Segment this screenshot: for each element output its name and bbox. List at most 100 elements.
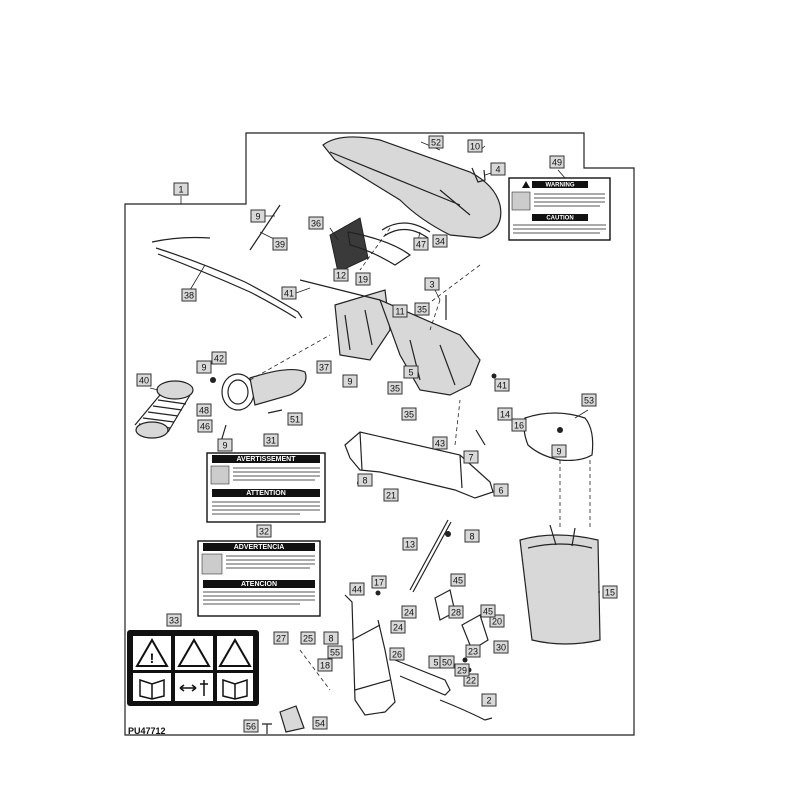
callout-35: 35 — [387, 381, 403, 395]
callout-box — [549, 155, 565, 169]
callout-28: 28 — [448, 605, 464, 619]
diagram-border — [124, 132, 635, 736]
hand-entanglement-icon — [218, 637, 252, 667]
callout-40: 40 — [136, 373, 152, 387]
part-latch — [471, 167, 486, 183]
callout-11: 11 — [392, 304, 408, 318]
callout-box — [439, 655, 455, 669]
part-screen — [329, 217, 412, 273]
callout-9: 9 — [217, 438, 233, 452]
callout-box — [272, 237, 288, 251]
part-rod — [409, 519, 452, 593]
part-bag-frame — [523, 412, 594, 462]
callout-number: 47 — [416, 240, 426, 250]
callout-number: 40 — [139, 376, 149, 386]
callout-number: 34 — [435, 237, 445, 247]
callout-3: 3 — [424, 277, 440, 291]
callout-box — [196, 360, 212, 374]
callout-box — [371, 575, 387, 589]
callout-number: 33 — [169, 616, 179, 626]
figure-code: PU47712 — [128, 726, 166, 736]
callout-35: 35 — [401, 407, 417, 421]
callout-box — [489, 614, 505, 628]
svg-text:AVERTISSEMENT: AVERTISSEMENT — [237, 456, 297, 463]
callout-number: 29 — [457, 666, 467, 676]
callout-box — [392, 304, 408, 318]
part-hood — [322, 136, 502, 239]
callout-number: 24 — [393, 623, 403, 633]
avertissement-decal: AVERTISSEMENT ATTENTION — [206, 452, 326, 523]
part-bottom-bracket — [279, 705, 305, 733]
callout-21: 21 — [383, 488, 399, 502]
callout-number: 3 — [429, 280, 434, 290]
callout-9: 9 — [342, 374, 358, 388]
advertencia-decal: ADVERTENCIA ATENCION — [197, 540, 321, 617]
callout-box — [327, 645, 343, 659]
callout-23: 23 — [465, 644, 481, 658]
callout-number: 10 — [470, 142, 480, 152]
callout-27: 27 — [273, 631, 289, 645]
assembly-guides — [249, 227, 591, 691]
callout-9: 9 — [551, 444, 567, 458]
callout-number: 12 — [336, 271, 346, 281]
callout-box — [389, 647, 405, 661]
callout-33: 33 — [166, 613, 182, 627]
callout-9: 9 — [196, 360, 212, 374]
callout-number: 45 — [483, 607, 493, 617]
part-lever — [394, 659, 451, 696]
read-manual-icon — [222, 678, 248, 700]
callout-number: 5 — [408, 368, 413, 378]
callout-24: 24 — [390, 620, 406, 634]
callout-number: 32 — [259, 527, 269, 537]
callout-box — [308, 216, 324, 230]
callout-12: 12 — [333, 268, 349, 282]
callout-number: 54 — [315, 719, 325, 729]
callout-30: 30 — [493, 640, 509, 654]
callout-box — [250, 209, 266, 223]
callout-box — [256, 524, 272, 538]
callout-box — [432, 436, 448, 450]
part-lower-frame — [344, 594, 396, 716]
callout-9: 9 — [250, 209, 266, 223]
callout-number: 31 — [266, 436, 276, 446]
callout-number: 30 — [496, 643, 506, 653]
part-collection-bag — [519, 524, 601, 645]
callout-number: 53 — [584, 396, 594, 406]
callout-13: 13 — [402, 537, 418, 551]
callout-box — [173, 182, 189, 196]
callout-number: 23 — [468, 647, 478, 657]
callout-34: 34 — [432, 234, 448, 248]
callout-29: 29 — [454, 663, 470, 677]
callout-box — [312, 716, 328, 730]
callout-box — [413, 237, 429, 251]
callout-number: 11 — [395, 307, 404, 317]
callout-box — [166, 613, 182, 627]
callout-box — [211, 351, 227, 365]
callout-box — [465, 644, 481, 658]
callout-44: 44 — [349, 582, 365, 596]
callout-box — [349, 582, 365, 596]
callout-number: 49 — [552, 158, 562, 168]
callout-32: 32 — [256, 524, 272, 538]
callout-box — [181, 288, 197, 302]
warning-triangle-icon — [522, 181, 530, 188]
callout-box — [428, 135, 444, 149]
callout-box — [136, 373, 152, 387]
callout-box — [463, 673, 479, 687]
callout-box — [494, 378, 510, 392]
pictogram-decal: ! — [127, 630, 259, 706]
callout-19: 19 — [355, 272, 371, 286]
callout-box — [450, 573, 466, 587]
callout-box — [511, 418, 527, 432]
callout-number: 38 — [184, 291, 194, 301]
callout-number: 9 — [255, 212, 260, 222]
callout-number: 8 — [362, 476, 367, 486]
callout-5: 5 — [403, 365, 419, 379]
callout-box — [464, 529, 480, 543]
callout-box — [490, 162, 506, 176]
callout-37: 37 — [316, 360, 332, 374]
callout-number: 56 — [246, 722, 256, 732]
callout-2: 2 — [481, 693, 497, 707]
callout-number: 26 — [392, 650, 402, 660]
